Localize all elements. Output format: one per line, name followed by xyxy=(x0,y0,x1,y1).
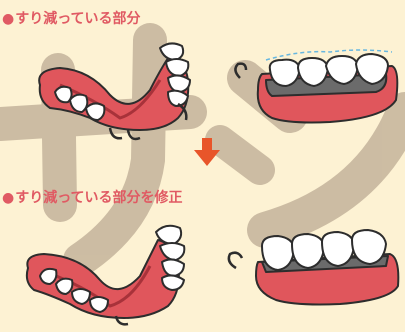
label-fixed-part: ●すり減っている部分を修正 xyxy=(2,190,183,206)
label-fixed-part-text: すり減っている部分を修正 xyxy=(15,190,182,206)
bullet-icon: ● xyxy=(2,190,14,206)
bullet-icon: ● xyxy=(2,11,14,27)
label-worn-part-text: すり減っている部分 xyxy=(15,11,140,27)
label-worn-part: ●すり減っている部分 xyxy=(2,11,141,27)
